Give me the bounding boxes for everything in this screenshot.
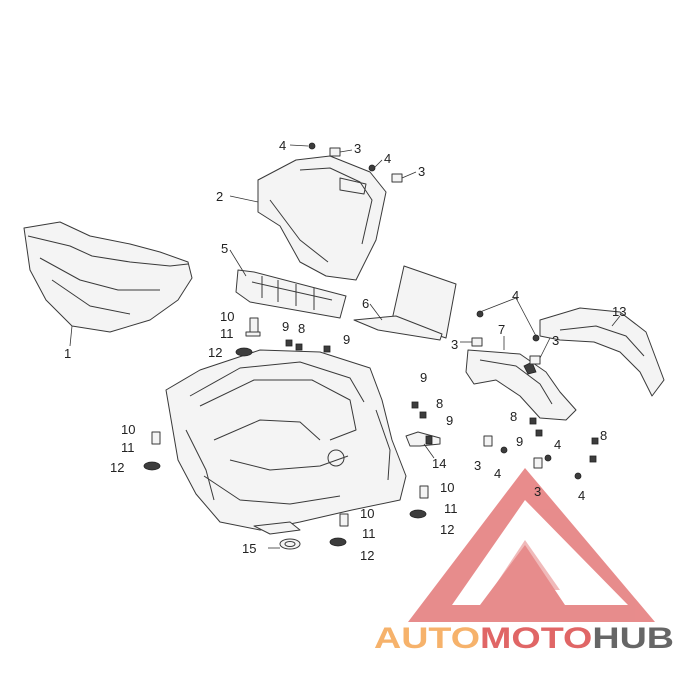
callout-11-left: 11: [121, 440, 135, 455]
callout-9-top: 9: [282, 319, 289, 334]
callout-12-lower-right: 12: [440, 522, 454, 537]
callout-3-lower-b: 3: [534, 484, 541, 499]
fasteners: [143, 142, 599, 547]
callout-9-right: 9: [516, 434, 523, 449]
callout-4-lower-b: 4: [494, 466, 501, 481]
part-14-connector: [405, 431, 441, 447]
brand-moto: MOTO: [480, 622, 592, 655]
callout-1: 1: [64, 346, 71, 361]
callout-11-bottom: 11: [362, 526, 376, 541]
callout-12-top: 12: [208, 345, 222, 360]
callout-10-top: 10: [220, 309, 234, 324]
callout-3-lower-a: 3: [474, 458, 481, 473]
part-13-trim: [539, 307, 665, 397]
callout-9-mid: 9: [420, 370, 427, 385]
callout-10-bottom: 10: [360, 506, 374, 521]
callout-labels: 1 2 4 3 4 3 5 6 4 13 7 3 3 10 11 12 9 8 …: [64, 138, 626, 563]
callout-9-mid-right: 9: [446, 413, 453, 428]
callout-4-upper: 4: [384, 151, 391, 166]
callout-7: 7: [498, 322, 505, 337]
callout-8-mid: 8: [436, 396, 443, 411]
callout-3-right: 3: [552, 333, 559, 348]
callout-3-top: 3: [354, 141, 361, 156]
brand-hub: HUB: [592, 622, 674, 655]
callout-3-left: 3: [451, 337, 458, 352]
callout-4-right: 4: [512, 288, 519, 303]
callout-10-left: 10: [121, 422, 135, 437]
watermark-logo: [408, 468, 655, 622]
callout-8-right: 8: [510, 409, 517, 424]
callout-3-upper: 3: [418, 164, 425, 179]
brand-auto: AUTO: [374, 622, 480, 655]
callout-5: 5: [221, 241, 228, 256]
main-body-frame: [165, 349, 407, 535]
callout-8-top: 8: [298, 321, 305, 336]
callout-12-bottom: 12: [360, 548, 374, 563]
callout-15: 15: [242, 541, 256, 556]
part-6-panel: [353, 265, 457, 341]
callout-2: 2: [216, 189, 223, 204]
callout-11-top: 11: [220, 326, 234, 341]
part-5-grille: [235, 269, 347, 319]
callout-14: 14: [432, 456, 446, 471]
callout-13: 13: [612, 304, 626, 319]
part-7-bracket: [465, 349, 577, 421]
callout-9-top-right: 9: [343, 332, 350, 347]
callout-4-lower-a: 4: [554, 437, 561, 452]
callout-11-lower-right: 11: [444, 501, 458, 516]
part-1-front-shield: [23, 221, 193, 333]
callout-12-left: 12: [110, 460, 124, 475]
callout-4-lower-c: 4: [578, 488, 585, 503]
part-15-grommet: [279, 538, 301, 550]
callout-4-top: 4: [279, 138, 286, 153]
callout-10-lower-right: 10: [440, 480, 454, 495]
part-2-inner-cover: [257, 155, 387, 281]
callout-8-far-right: 8: [600, 428, 607, 443]
callout-6: 6: [362, 296, 369, 311]
leader-lines: [69, 144, 621, 549]
